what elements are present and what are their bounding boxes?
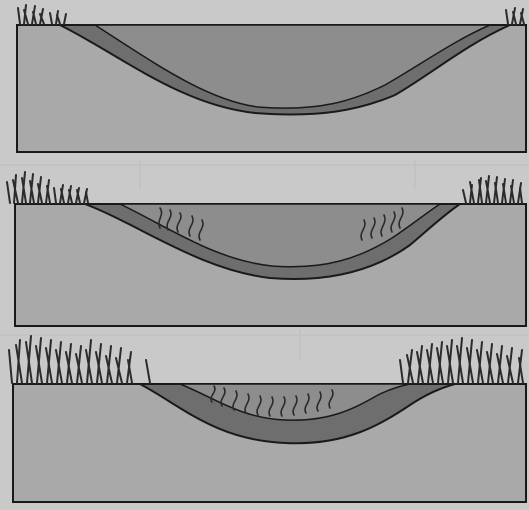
shore-grass-left (18, 5, 66, 24)
shore-grass-left (9, 336, 150, 383)
panel-2 (7, 172, 526, 326)
shore-grass-left (7, 172, 88, 203)
panel-3 (9, 336, 526, 502)
shore-grass-right (400, 338, 523, 383)
shore-grass-right (506, 8, 524, 24)
shore-grass-right (463, 176, 522, 203)
panel-1 (17, 5, 526, 152)
